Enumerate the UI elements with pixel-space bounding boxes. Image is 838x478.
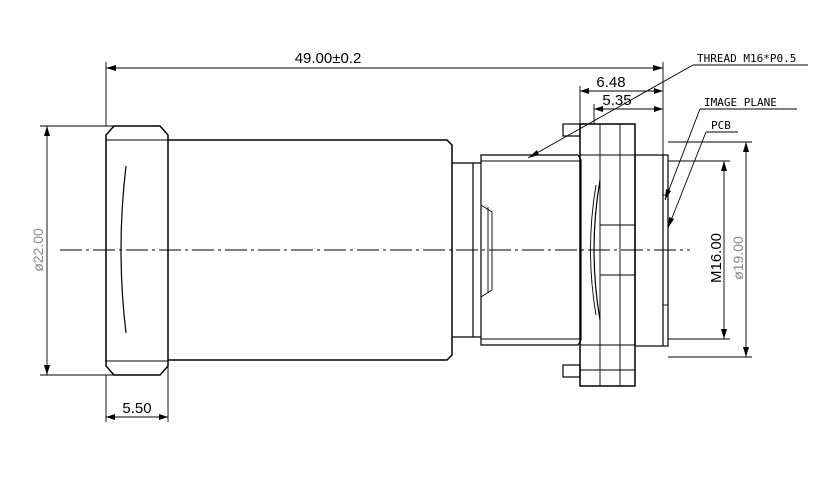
- arrow-648-right: [654, 88, 663, 94]
- rear-element: [593, 179, 601, 321]
- arrow-550-right: [159, 414, 168, 420]
- callout-thread: THREAD M16*P0.5: [697, 52, 796, 65]
- callout-pcb: PCB: [711, 119, 731, 132]
- holder-flange-top: [562, 123, 581, 137]
- lens-barrel: [168, 139, 453, 361]
- thread-section: [480, 154, 582, 346]
- callout-image-plane: IMAGE PLANE: [704, 96, 777, 109]
- arrow-thread: [528, 150, 539, 158]
- arrow-535-left: [594, 106, 603, 112]
- holder-body: [579, 123, 636, 387]
- dim-648: 6.48: [596, 74, 625, 91]
- dim-pcb-diameter: ø19.00: [730, 236, 746, 280]
- leader-thread: [527, 64, 694, 159]
- arrow-550-left: [106, 414, 115, 420]
- dim-thread-diameter: M16.00: [708, 233, 725, 283]
- arrow-overall-right: [653, 65, 663, 71]
- arrow-d19-top: [743, 142, 749, 152]
- arrow-image-plane: [665, 189, 671, 200]
- arrow-d22-bottom: [44, 365, 50, 375]
- dim-outer-diameter: ø22.00: [30, 228, 46, 272]
- arrow-d22-top: [44, 126, 50, 136]
- holder-flange-bottom: [562, 364, 581, 378]
- arrow-d19-bottom: [743, 347, 749, 357]
- leader-pcb: [667, 131, 707, 229]
- rear-element-2: [590, 184, 597, 316]
- arrow-pcb: [668, 217, 674, 228]
- leader-image-plane: [664, 108, 701, 201]
- arrow-535-right: [654, 106, 663, 112]
- arrow-overall-left: [106, 65, 116, 71]
- front-glass-curve: [120, 165, 127, 334]
- thread-inner-top: [480, 204, 493, 298]
- pcb-block: [634, 154, 669, 347]
- dim-front-length: 5.50: [122, 400, 151, 417]
- arrow-m16-bottom: [721, 329, 727, 339]
- barrel-step: [452, 162, 481, 338]
- dim-overall-length: 49.00±0.2: [295, 50, 362, 67]
- arrow-648-left: [580, 88, 589, 94]
- front-bezel: [105, 125, 169, 376]
- dim-535: 5.35: [602, 92, 631, 109]
- arrow-m16-top: [721, 161, 727, 171]
